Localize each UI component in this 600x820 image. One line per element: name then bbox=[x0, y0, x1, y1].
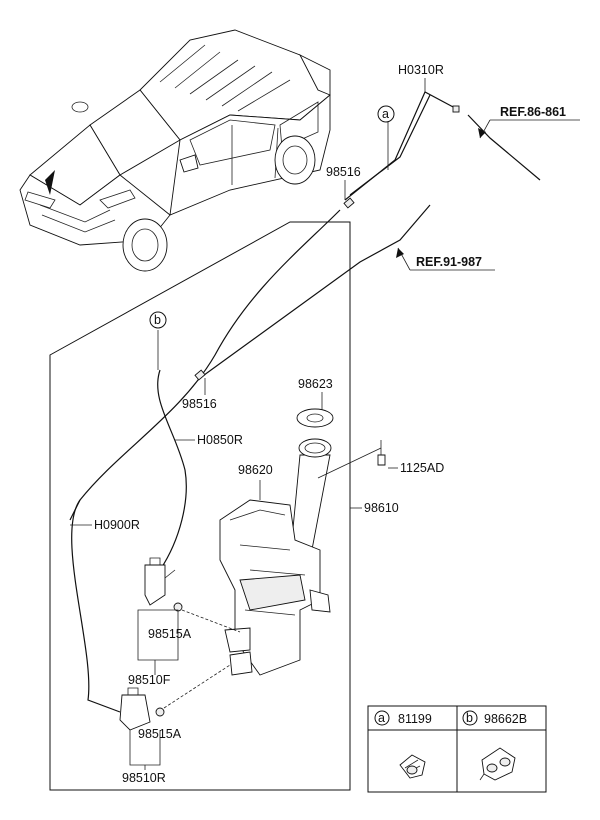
label-98516-mid: 98516 bbox=[182, 397, 217, 411]
marker-b-top: b bbox=[154, 313, 161, 327]
label-ref-91-987: REF.91-987 bbox=[416, 255, 482, 269]
joint-h0310r bbox=[452, 105, 460, 113]
label-98510r: 98510R bbox=[122, 771, 166, 785]
legend-part-b: 98662B bbox=[484, 712, 527, 726]
hose-clip-double-icon bbox=[479, 747, 516, 781]
bracket-98510f bbox=[137, 609, 179, 661]
label-h0900r: H0900R bbox=[94, 518, 140, 532]
label-ref-86-861: REF.86-861 bbox=[500, 105, 566, 119]
joint-98516-mid bbox=[194, 369, 206, 381]
legend-table: a 81199 b 98662B bbox=[367, 705, 547, 793]
washer-reservoir bbox=[219, 408, 386, 676]
label-98515a-top: 98515A bbox=[148, 627, 192, 641]
label-98516-top: 98516 bbox=[326, 165, 361, 179]
vehicle-illustration bbox=[19, 29, 331, 272]
assembly-boundary bbox=[49, 221, 351, 791]
washer-pump-rear bbox=[119, 664, 231, 731]
legend-marker-a: a bbox=[378, 711, 385, 725]
label-1125ad: 1125AD bbox=[400, 461, 444, 475]
washer-pump-front bbox=[144, 557, 241, 633]
label-98515a-bottom: 98515A bbox=[138, 727, 182, 741]
hose-clip-icon bbox=[399, 754, 426, 779]
label-98610: 98610 bbox=[364, 501, 399, 515]
label-h0850r: H0850R bbox=[197, 433, 243, 447]
legend-part-a: 81199 bbox=[398, 712, 432, 726]
marker-a-circle bbox=[377, 105, 395, 123]
label-98620: 98620 bbox=[238, 463, 273, 477]
label-h0310r: H0310R bbox=[398, 63, 444, 77]
joint-98516-top bbox=[343, 197, 355, 209]
marker-b-circle bbox=[149, 311, 167, 329]
marker-a-top: a bbox=[382, 107, 389, 121]
grommet-98515a-bottom bbox=[155, 707, 165, 717]
hose-h0850r bbox=[157, 369, 187, 571]
label-98623: 98623 bbox=[298, 377, 333, 391]
label-98510f: 98510F bbox=[128, 673, 171, 687]
legend-marker-b: b bbox=[466, 711, 473, 725]
hose-h0900r bbox=[71, 209, 341, 713]
hose-ref-91-987 bbox=[199, 204, 431, 379]
